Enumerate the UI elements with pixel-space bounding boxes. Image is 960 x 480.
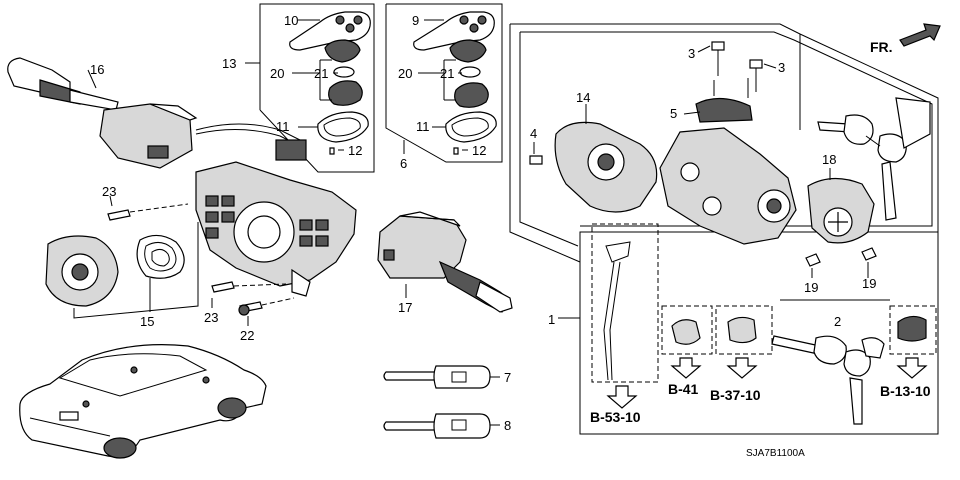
screw-12b [453,147,459,155]
callout-15: 15 [140,314,154,329]
callout-13: 13 [222,56,236,71]
callout-22: 22 [240,328,254,343]
callout-11a: 11 [276,119,290,134]
lock-cylinder-18 [807,168,875,244]
ignition-key-set-lower [771,335,885,425]
bolt-3-left [697,41,725,76]
ref-box-b13 [889,305,937,379]
callout-23a: 23 [102,184,116,199]
battery [333,66,355,78]
ref-box-b53 [591,223,659,409]
callout-20b: 20 [398,66,412,81]
callout-5: 5 [670,106,677,121]
front-label: FR. [870,39,893,55]
callout-2: 2 [834,314,841,329]
screw-22 [238,297,295,316]
callout-23b: 23 [204,310,218,325]
battery [459,66,481,78]
lock-set-outline [509,23,939,435]
callout-17: 17 [398,300,412,315]
screw-23-lower [211,281,287,293]
steering-lock-assembly [659,78,797,245]
ref-b13-label: B-13-10 [880,383,931,399]
callout-10: 10 [284,13,298,28]
remote-key-group-6 [385,3,503,163]
callout-9: 9 [412,13,419,28]
ref-b41-label: B-41 [668,381,699,397]
cable-reel-15 [45,222,199,319]
ref-b37-label: B-37-10 [710,387,761,403]
callout-21a: 21 [314,66,328,81]
rubber-pad [449,39,487,63]
diagram-code: SJA7B1100A [746,448,805,459]
callout-12b: 12 [472,143,486,158]
ref-box-b41 [661,305,713,379]
ref-box-b37 [715,305,773,379]
callout-18: 18 [822,152,836,167]
callout-labels: 10 13 20 21 11 12 9 20 21 11 12 6 16 23 … [90,13,876,433]
combination-switch-16 [7,57,307,169]
callout-4: 4 [530,126,537,141]
callout-3b: 3 [778,60,785,75]
remote-key-fob [289,11,371,51]
circuit-board [454,82,489,108]
screw-19-left [805,253,821,278]
callout-20a: 20 [270,66,284,81]
reference-labels: B-53-10 B-41 B-37-10 B-13-10 FR. SJA7B11… [590,39,931,459]
callout-1: 1 [548,312,555,327]
front-direction-arrow [899,23,941,47]
sedan-car-illustration [19,344,267,459]
ref-b53-label: B-53-10 [590,409,641,425]
callout-16: 16 [90,62,104,77]
callout-3a: 3 [688,46,695,61]
screw-23-upper [107,203,189,221]
rubber-pad [324,39,361,63]
screw-19-right [861,247,877,278]
steering-column-housing [195,161,357,297]
callout-8: 8 [504,418,511,433]
callout-6: 6 [400,156,407,171]
blank-key-7 [383,365,500,389]
callout-12a: 12 [348,143,362,158]
wiper-switch-17 [377,211,513,313]
ignition-key-set-upper [817,97,931,221]
circuit-board [328,80,363,106]
remote-key-group-13 [245,3,375,173]
screw-4 [529,142,543,165]
callout-21b: 21 [440,66,454,81]
callout-19a: 19 [804,280,818,295]
blank-key-8 [383,413,500,439]
bolt-3-right [749,59,777,92]
callout-11b: 11 [416,119,430,134]
callout-19b: 19 [862,276,876,291]
screw-12a [329,147,335,155]
ignition-cylinder-14 [554,104,658,213]
callout-14: 14 [576,90,590,105]
callout-7: 7 [504,370,511,385]
